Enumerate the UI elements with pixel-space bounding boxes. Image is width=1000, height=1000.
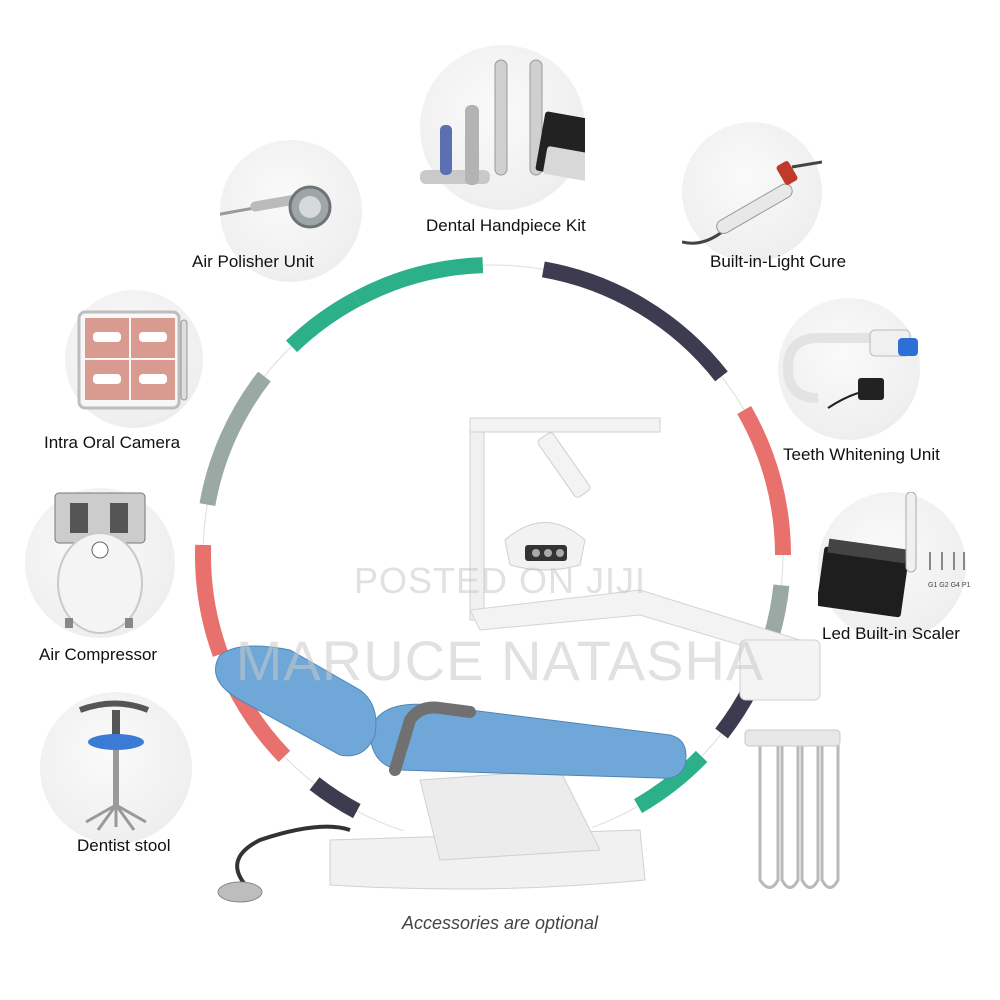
- led-scaler-icon: [816, 491, 965, 618]
- dentist-stool-circle: [40, 692, 192, 844]
- watermark-line-2: MARUCE NATASHA: [235, 629, 765, 692]
- optional-accessories-caption: Accessories are optional: [401, 913, 599, 933]
- ring-segment-outline: [701, 733, 722, 757]
- ring-segment-outline: [780, 554, 784, 586]
- led-scaler-circle: G1 G2 G4 P1: [816, 491, 970, 640]
- air-polisher-icon: [189, 185, 332, 229]
- ring-segment: [285, 291, 361, 353]
- ring-segment: [353, 257, 484, 307]
- chair-seat: [369, 703, 687, 779]
- scaler-tip-label: G4: [950, 582, 960, 589]
- ring-segment-outline: [356, 810, 404, 832]
- ring-segment: [199, 371, 271, 507]
- ring-segment: [309, 777, 361, 819]
- foot-pedal: [217, 881, 263, 903]
- scaler-tip-label: G2: [939, 582, 949, 589]
- ring-segment: [541, 261, 728, 382]
- intra-oral-camera-icon: [77, 310, 188, 410]
- ring-segment-outline: [482, 264, 544, 270]
- ring-segment: [633, 750, 708, 814]
- scaler-tip-label: G1: [928, 582, 938, 589]
- handpiece-kit-circle: [420, 45, 597, 210]
- accessory-label-light-cure: Built-in-Light Cure: [710, 252, 847, 271]
- ring-segment-outline: [264, 346, 292, 377]
- ring-segment: [195, 544, 229, 657]
- teeth-whitening-icon: [783, 329, 918, 409]
- air-compressor-circle: [25, 488, 175, 638]
- ring-segment-outline: [592, 805, 639, 828]
- scaler-tip-label: P1: [961, 582, 971, 589]
- ring-segment-outline: [284, 756, 315, 784]
- accessory-label-teeth-whitening: Teeth Whitening Unit: [783, 445, 940, 464]
- air-compressor-icon: [54, 492, 146, 634]
- accessory-label-intra-oral-camera: Intra Oral Camera: [44, 433, 181, 452]
- accessory-label-led-scaler: Led Built-in Scaler: [822, 624, 960, 643]
- handpiece-hoses: [758, 740, 840, 889]
- handpiece-kit-icon: [420, 59, 597, 185]
- chair-backrest: [215, 645, 377, 757]
- teeth-whitening-circle: [778, 298, 920, 440]
- dental-lamp: [504, 522, 586, 571]
- intra-oral-camera-circle: [65, 290, 203, 428]
- dentist-stool-icon: [78, 700, 150, 831]
- accessory-label-dentist-stool: Dentist stool: [77, 836, 171, 855]
- ring-segment-outline: [721, 376, 745, 411]
- accessory-label-air-compressor: Air Compressor: [39, 645, 158, 664]
- watermark-line-1: POSTED ON JIJI: [353, 560, 647, 601]
- accessory-label-air-polisher: Air Polisher Unit: [192, 252, 314, 271]
- accessory-label-handpiece-kit: Dental Handpiece Kit: [426, 216, 586, 235]
- ring-segment-outline: [202, 504, 208, 545]
- air-polisher-circle: [189, 140, 362, 282]
- light-cure-circle: [681, 122, 823, 262]
- light-cure-icon: [681, 160, 823, 245]
- ring-segment: [737, 406, 791, 556]
